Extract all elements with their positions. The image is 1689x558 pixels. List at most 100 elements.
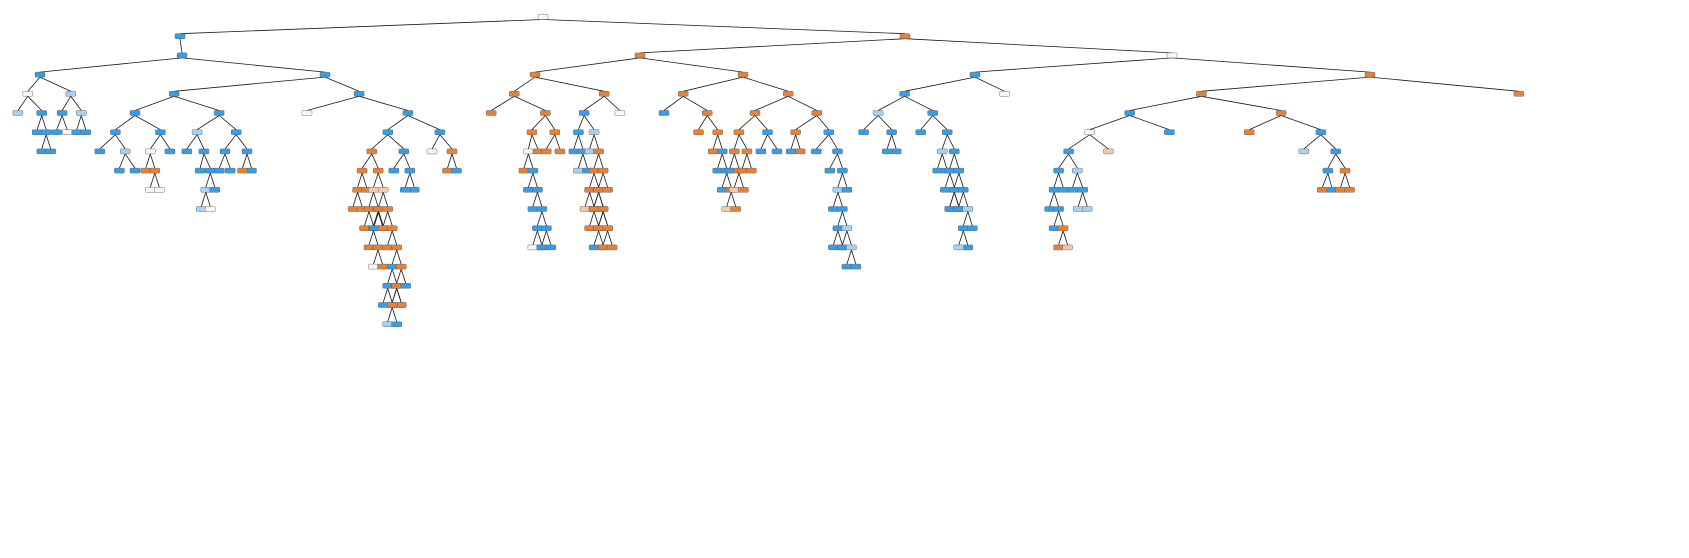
tree-edge-L11 [542,19,906,35]
tree-edge-185r [746,153,752,169]
tree-edge-30l [145,153,151,169]
tree-edge-158r [602,211,608,226]
tree-node-242 [999,91,1010,97]
tree-edge-214r [877,115,892,130]
tree-node-37 [191,129,203,135]
tree-edge-221l [941,134,948,150]
tree-node-29 [155,129,166,135]
tree-node-209 [841,263,853,270]
tree-edge-26r [124,153,136,169]
tree-node-257 [1072,167,1083,174]
tree-node-158 [597,206,609,212]
tree-node-82 [382,244,393,251]
tree-edge-71r [377,249,383,265]
tree-edge-23r [134,115,161,131]
tree-node-183 [729,187,740,193]
tree-edge-120r [537,230,543,246]
tree-edge-32r [154,172,160,188]
tree-edge-113l [523,153,529,169]
tree-edge-69l [368,230,374,246]
tree-edge-109r [514,95,546,111]
tree-node-131 [578,110,590,116]
tree-node-154 [606,244,618,251]
tree-node-251 [1053,206,1064,212]
tree-edge-191l [795,115,818,131]
tree-node-190 [771,148,783,155]
tree-node-106 [442,167,453,174]
tree-edge-156l [593,192,599,207]
tree-node-49 [224,167,236,174]
tree-edge-222r [941,153,948,169]
tree-edge-237r [967,211,973,226]
tree-edge-137l [589,134,595,150]
tree-edge-18r [80,115,87,130]
tree-node-119 [536,206,548,212]
tree-edge-257r [1076,172,1084,188]
tree-edge-266l [1303,134,1322,150]
tree-node-103 [434,129,446,135]
tree-node-39 [198,148,210,155]
tree-node-109 [509,91,520,97]
tree-node-231 [953,167,964,174]
tree-edge-6l [27,76,41,92]
tree-edge-216l [886,134,893,150]
tree-edge-14l [61,96,72,111]
tree-edge-253r [1062,230,1068,246]
tree-edge-139l [593,153,599,169]
tree-edge-36l [196,115,220,131]
tree-edge-134l [578,153,584,169]
tree-edge-208r [851,249,857,265]
tree-edge-98r [403,153,411,169]
tree-node-205 [828,244,839,251]
tree-edge-89l [387,307,393,322]
tree-node-116 [523,187,534,193]
tree-node-93 [396,263,407,270]
tree-edge-21r [324,76,360,92]
tree-edge-111r [545,115,556,130]
tree-edge-39l [199,153,205,169]
tree-node-265 [1243,129,1255,135]
tree-node-275 [1513,91,1525,97]
tree-edge-147l [593,230,599,246]
tree-node-267 [1298,148,1310,155]
tree-node-237 [962,206,973,212]
tree-edge-24l [99,134,116,150]
tree-edge-85r [387,288,393,303]
tree-edge-68l [373,211,379,226]
tree-edge-226r [949,172,955,188]
tree-node-75 [378,187,389,193]
tree-node-65 [363,206,375,212]
tree-edge-199r [842,172,848,188]
tree-node-272 [1339,167,1351,174]
tree-node-7 [22,91,33,97]
tree-node-35 [164,148,176,155]
tree-edge-75l [378,192,384,207]
tree-edge-206r [846,230,852,246]
tree-edge-269l [1321,172,1329,188]
tree-node-169 [708,148,719,155]
tree-edge-L31 [181,57,326,73]
tree-edge-63l [373,172,379,188]
tree-edge-9l [36,115,43,130]
tree-edge-79r [387,211,393,226]
tree-node-185 [741,148,753,155]
tree-node-181 [724,167,736,174]
tree-edge-117r [537,192,543,207]
tree-node-99 [388,167,399,174]
tree-node-217 [891,148,902,155]
tree-edge-206l [842,230,848,246]
tree-edge-55r [407,115,441,131]
tree-node-188 [762,129,773,135]
tree-node-258 [1067,187,1078,193]
tree-edge-140l [589,172,595,188]
tree-node-239 [962,244,973,251]
tree-node-66 [359,225,370,231]
tree-edge-21l [174,76,326,92]
tree-node-51 [246,167,257,174]
tree-edge-212l [904,76,976,92]
tree-node-220 [915,129,926,135]
tree-edge-237l [962,211,969,226]
tree-node-2 [899,33,911,39]
tree-edge-100r [409,172,415,188]
tree-edge-58l [357,172,363,188]
